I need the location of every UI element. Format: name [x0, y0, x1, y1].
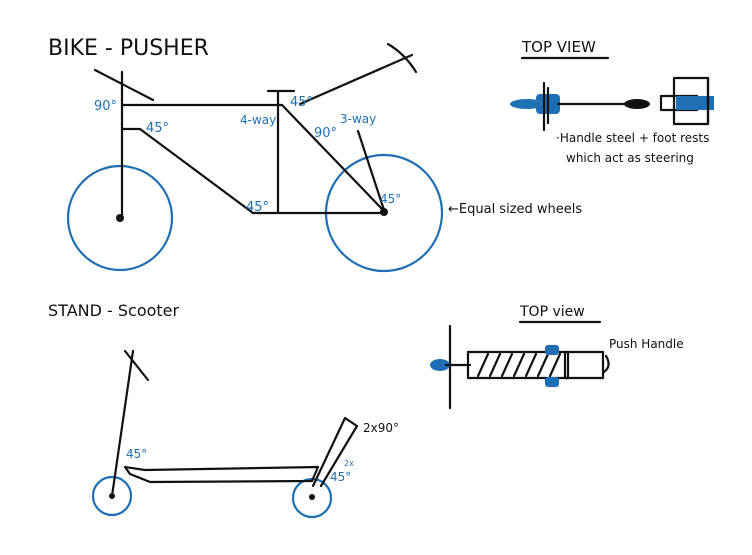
bike-angle-fork: 90° [314, 126, 337, 141]
bike-front-wheel [66, 164, 174, 272]
bike-title: BIKE - PUSHER [48, 36, 209, 61]
scooter-frame [110, 349, 359, 498]
scooter-top-title: TOP view [519, 304, 585, 320]
scooter-top-view [430, 324, 610, 410]
bike-angle-top-mid: 45° [290, 95, 313, 110]
bike-frame [93, 42, 418, 218]
scooter-rear-axle [309, 494, 315, 500]
bike-angle-rear: 45° [380, 192, 401, 206]
bike-label-three-way: 3-way [340, 112, 376, 126]
bike-top-view [510, 76, 714, 132]
scooter-angle-rear: 45° [330, 470, 351, 484]
bike-label-equal-wheels: ←Equal sized wheels [448, 202, 582, 217]
scooter-title: STAND - Scooter [48, 301, 180, 320]
bike-angle-seat: 45° [146, 121, 169, 136]
bike-top-title: TOP VIEW [521, 38, 596, 56]
bike-top-note-1: ·Handle steel + foot rests [556, 131, 709, 145]
bike-label-four-way: 4-way [240, 113, 276, 127]
scooter-angle-rear-sup: 2x [344, 459, 354, 468]
scooter-angle-front: 45° [126, 447, 147, 461]
scooter-front-wheel [91, 475, 133, 517]
bike-top-note-2: which act as steering [566, 151, 694, 165]
bike-angle-top-left: 90° [94, 99, 117, 114]
scooter-top-push-label: Push Handle [609, 337, 684, 351]
bike-angle-bottom: 45° [246, 200, 269, 215]
scooter-angle-handle: 2x90° [363, 421, 399, 435]
